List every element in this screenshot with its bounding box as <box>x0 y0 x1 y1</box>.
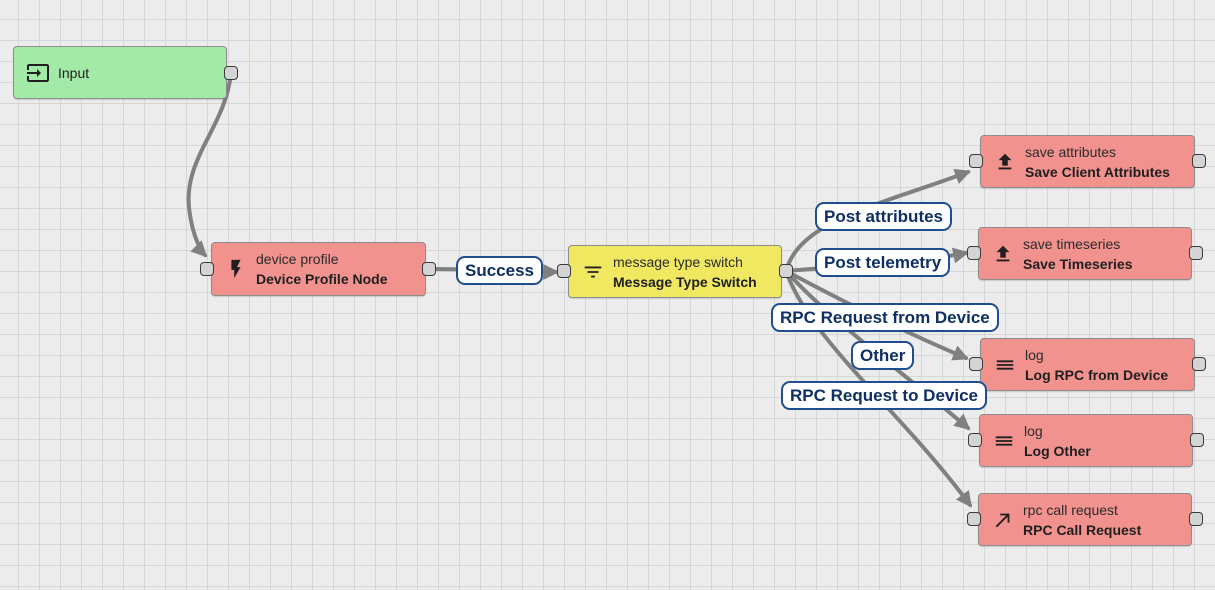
port-rpc-call-in[interactable] <box>967 512 981 526</box>
port-rpc-call-out[interactable] <box>1189 512 1203 526</box>
port-save-attributes-out[interactable] <box>1192 154 1206 168</box>
node-name-label: Log Other <box>1024 442 1091 459</box>
node-name-label: RPC Call Request <box>1023 521 1142 538</box>
node-name-label: Save Client Attributes <box>1025 163 1170 180</box>
port-log-rpc-in[interactable] <box>969 357 983 371</box>
port-log-other-in[interactable] <box>968 433 982 447</box>
port-device-profile-out[interactable] <box>422 262 436 276</box>
input-icon <box>26 61 50 85</box>
bolt-icon <box>224 257 248 281</box>
port-log-rpc-out[interactable] <box>1192 357 1206 371</box>
node-log-rpc-from-device[interactable]: log Log RPC from Device <box>980 338 1195 391</box>
node-save-timeseries[interactable]: save timeseries Save Timeseries <box>978 227 1192 280</box>
node-input-name: Input <box>58 64 90 81</box>
edge-label-other[interactable]: Other <box>851 341 915 370</box>
node-name-label: Device Profile Node <box>256 271 388 287</box>
edge-label-post-telemetry[interactable]: Post telemetry <box>815 248 951 277</box>
list-icon <box>993 353 1017 377</box>
upload-icon <box>991 242 1015 266</box>
port-message-type-switch-in[interactable] <box>557 264 571 278</box>
node-rpc-call-request[interactable]: rpc call request RPC Call Request <box>978 493 1192 546</box>
node-type-label: save timeseries <box>1023 235 1121 252</box>
arrow-up-right-icon <box>991 508 1015 532</box>
node-message-type-switch[interactable]: message type switch Message Type Switch <box>568 245 782 298</box>
port-save-timeseries-out[interactable] <box>1189 246 1203 260</box>
node-type-label: log <box>1024 422 1043 439</box>
node-name-label: Save Timeseries <box>1023 255 1133 272</box>
port-save-timeseries-in[interactable] <box>967 246 981 260</box>
upload-icon <box>993 150 1017 174</box>
edge-label-rpc-from-device[interactable]: RPC Request from Device <box>771 303 999 332</box>
port-device-profile-in[interactable] <box>200 262 214 276</box>
node-type-label: message type switch <box>613 253 743 270</box>
edge-label-rpc-to-device[interactable]: RPC Request to Device <box>781 381 987 410</box>
edge-label-success[interactable]: Success <box>456 256 543 285</box>
node-device-profile[interactable]: device profile Device Profile Node <box>211 242 426 296</box>
edge-label-post-attributes[interactable]: Post attributes <box>815 202 953 231</box>
node-type-label: rpc call request <box>1023 501 1118 518</box>
node-save-attributes[interactable]: save attributes Save Client Attributes <box>980 135 1195 188</box>
edge-input-to-device-profile <box>186 71 233 258</box>
node-type-label: save attributes <box>1025 143 1117 160</box>
filter-icon <box>581 260 605 284</box>
port-save-attributes-in[interactable] <box>969 154 983 168</box>
node-name-label: Log RPC from Device <box>1025 366 1169 383</box>
node-type-label: device profile <box>256 251 339 267</box>
port-log-other-out[interactable] <box>1190 433 1204 447</box>
port-message-type-switch-out[interactable] <box>779 264 793 278</box>
node-name-label: Message Type Switch <box>613 273 757 290</box>
list-icon <box>992 429 1016 453</box>
port-input-out[interactable] <box>224 66 238 80</box>
node-type-label: log <box>1025 346 1044 363</box>
node-input[interactable]: Input <box>13 46 227 99</box>
node-log-other[interactable]: log Log Other <box>979 414 1193 467</box>
